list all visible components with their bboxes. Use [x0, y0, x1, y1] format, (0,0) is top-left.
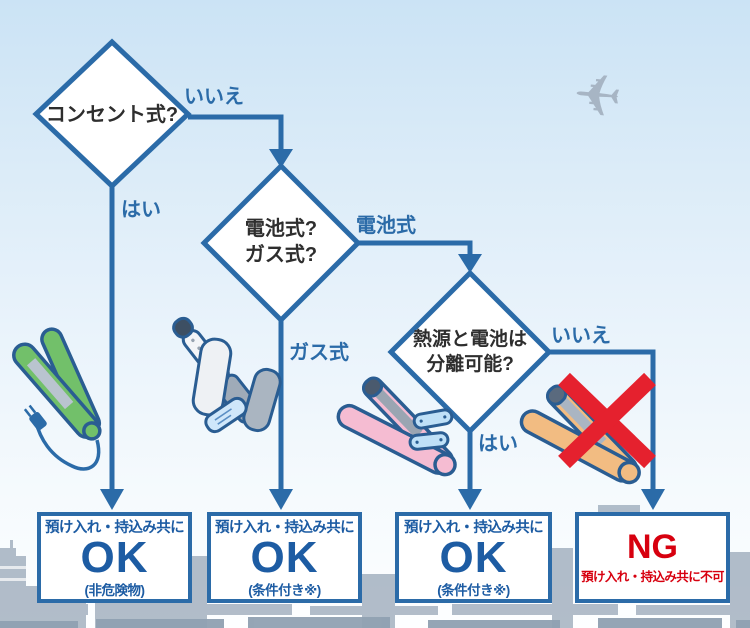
result-verdict: OK	[439, 533, 508, 583]
corded-hair-iron-illustration	[12, 327, 102, 471]
ng-hair-iron-illustration	[519, 372, 656, 485]
branch-label-battery: 電池式	[356, 215, 416, 237]
result-header: 預け入れ・持込み共に	[45, 520, 185, 537]
result-box-ok-conditional-battery: 預け入れ・持込み共に OK (条件付き※)	[395, 512, 552, 603]
result-note: (条件付き※)	[248, 582, 321, 598]
arrowhead	[269, 489, 293, 510]
result-box-ok-conditional-gas: 預け入れ・持込み共に OK (条件付き※)	[207, 512, 362, 603]
connector-battery-to-separable	[358, 240, 473, 256]
decision-outlet-label: コンセント式?	[45, 104, 179, 126]
battery-pill	[408, 431, 450, 451]
result-box-ng: NG 預け入れ・持込み共に不可	[575, 512, 730, 603]
result-header: 預け入れ・持込み共に	[215, 520, 355, 537]
decision-separable-label: 熱源と電池は 分離可能?	[412, 329, 527, 376]
result-note: (非危険物)	[84, 582, 146, 598]
red-cross-icon	[558, 372, 656, 469]
branch-label-no-3: いいえ	[551, 325, 611, 347]
connector-no-to-battery-gas	[188, 114, 284, 150]
gas-cartridge-blue	[204, 396, 248, 434]
decision-battery-gas-label: 電池式? ガス式?	[244, 218, 318, 267]
arrowhead	[458, 254, 482, 273]
branch-label-yes-1: はい	[121, 199, 161, 221]
arrowhead	[100, 489, 124, 510]
battery-pill	[412, 408, 454, 430]
arrowhead	[641, 489, 665, 510]
arrowhead	[458, 489, 482, 510]
connector-no-to-ng	[549, 349, 656, 490]
airplane-icon: ✈	[570, 60, 624, 132]
result-note: (条件付き※)	[437, 582, 510, 598]
result-note: 預け入れ・持込み共に不可	[581, 569, 724, 584]
city-skyline-foreground	[0, 617, 750, 628]
branch-label-gas: ガス式	[289, 342, 349, 364]
result-verdict: OK	[250, 533, 319, 583]
branch-label-no-1: いいえ	[184, 86, 244, 108]
gas-hair-iron-illustration	[172, 316, 282, 434]
arrowhead	[269, 149, 293, 168]
battery-hair-iron-illustration	[336, 376, 457, 477]
gas-cartridge-gray	[242, 367, 282, 433]
result-header: 預け入れ・持込み共に	[404, 520, 544, 537]
result-box-ok-nonhazardous: 預け入れ・持込み共に OK (非危険物)	[37, 512, 192, 603]
result-verdict: NG	[627, 528, 678, 567]
result-verdict: OK	[80, 533, 149, 583]
branch-label-yes-3: はい	[478, 433, 518, 455]
gas-cartridge-white	[191, 337, 233, 417]
